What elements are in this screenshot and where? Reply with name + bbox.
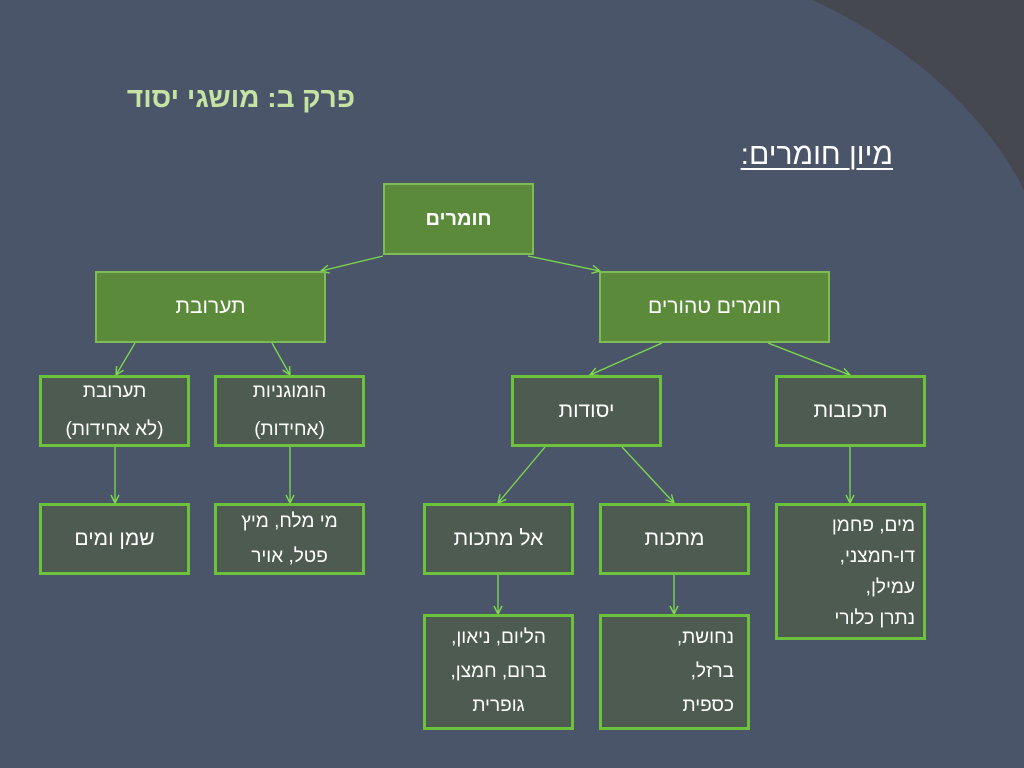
arrow-root-to-pure-substances — [527, 255, 600, 271]
node-homogeneous-examples: מי מלח, מיץ פטל, אויר — [214, 503, 365, 575]
node-elements: יסודות — [511, 375, 662, 447]
slide-title: פרק ב: מושגי יסוד — [126, 82, 355, 113]
node-metal-examples: נחושת, ברזל, כספית — [599, 614, 750, 730]
arrow-elements-to-metals — [621, 446, 674, 503]
node-label-line: פטל, אויר — [251, 546, 328, 567]
node-label: חומרים טהורים — [648, 295, 782, 318]
node-pure-substances: חומרים טהורים — [599, 271, 830, 343]
arrow-mixture-to-heterogeneous — [116, 342, 136, 375]
node-label-line: כספית — [682, 695, 734, 716]
arrow-elements-to-nonmetals — [498, 446, 546, 503]
corner-arc-shape — [812, 0, 1024, 190]
node-label: יסודות — [558, 399, 615, 422]
node-compounds: תרכובות — [775, 375, 926, 447]
node-label: תרכובות — [813, 399, 888, 422]
node-label-line: גופרית — [472, 695, 525, 716]
node-heterogeneous: תערובת (לא אחידות) — [39, 375, 190, 447]
node-label-line: מים, פחמן — [831, 514, 915, 536]
arrow-pure-to-compounds — [767, 342, 850, 375]
node-label-line: הליום, ניאון, — [451, 627, 546, 648]
node-nonmetal-examples: הליום, ניאון, ברום, חמצן, גופרית — [423, 614, 574, 730]
node-label-line: ברזל, — [690, 661, 734, 682]
node-label: אל מתכות — [453, 527, 544, 550]
arrow-mixture-to-homogeneous — [271, 342, 290, 375]
node-metals: מתכות — [599, 503, 750, 575]
node-nonmetals: אל מתכות — [423, 503, 574, 575]
arrow-pure-to-elements — [590, 342, 663, 375]
node-label-line: תערובת — [82, 381, 147, 402]
node-label-line: (לא אחידות) — [65, 419, 164, 440]
node-label-line: מי מלח, מיץ — [241, 511, 338, 532]
node-label-line: הומוגניות — [252, 381, 327, 402]
node-label-line: נתרן כלורי — [834, 607, 915, 629]
node-mixture: תערובת — [95, 271, 326, 343]
node-compound-examples: מים, פחמן דו-חמצני, עמילן, נתרן כלורי — [775, 503, 926, 640]
node-label: תערובת — [175, 295, 246, 318]
arrow-root-to-mixture — [321, 255, 384, 271]
node-label: חומרים — [425, 207, 492, 230]
node-heterogeneous-example: שמן ומים — [39, 503, 190, 575]
node-label-line: דו-חמצני, — [839, 545, 915, 567]
node-label: מתכות — [644, 527, 705, 550]
node-label-line: עמילן, — [865, 576, 915, 598]
node-label: שמן ומים — [74, 527, 155, 550]
node-label-line: (אחידות) — [254, 419, 325, 440]
node-homogeneous: הומוגניות (אחידות) — [214, 375, 365, 447]
node-label-line: ברום, חמצן, — [450, 661, 547, 682]
node-label-line: נחושת, — [676, 627, 734, 648]
slide-subtitle: מיון חומרים: — [740, 138, 893, 171]
node-root: חומרים — [383, 183, 534, 255]
